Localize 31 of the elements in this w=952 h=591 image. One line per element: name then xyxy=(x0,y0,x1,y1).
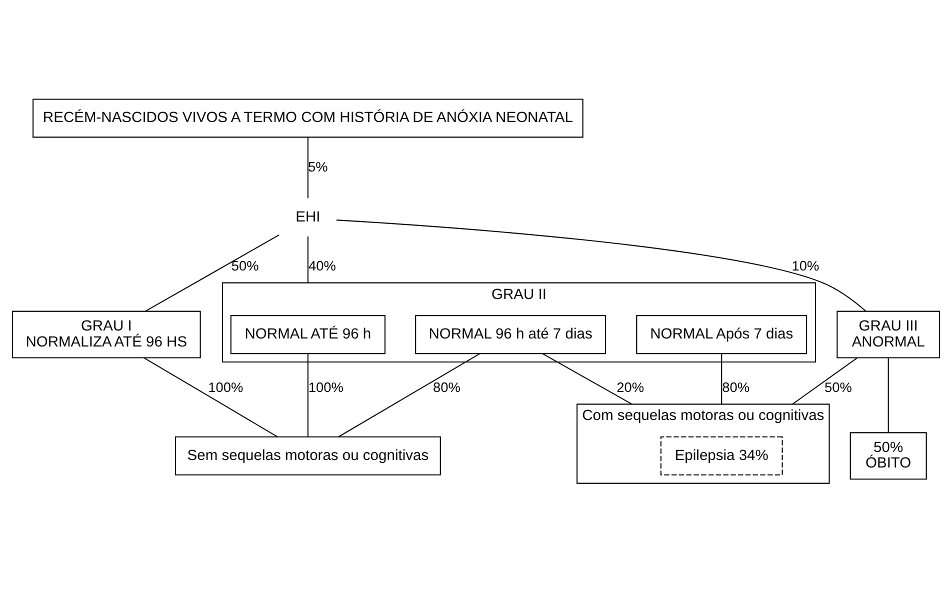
node-box: NORMAL ATÉ 96 h xyxy=(230,315,386,354)
node-text: EHI xyxy=(296,209,320,226)
connector xyxy=(888,358,889,433)
node-box: 50% ÓBITO xyxy=(850,432,927,480)
edge-label: 50% xyxy=(231,258,259,274)
node-box: RECÉM-NASCIDOS VIVOS A TERMO COM HISTÓRIA DE ANÓXIA NEONATAL xyxy=(32,98,584,138)
connector xyxy=(792,358,858,405)
connector xyxy=(338,353,480,438)
node-box: NORMAL Após 7 dias xyxy=(636,315,808,354)
node-box: GRAU I NORMALIZA ATÉ 96 HS xyxy=(12,310,201,358)
edge-label: 20% xyxy=(616,380,644,395)
node-box: Epilepsia 34% xyxy=(660,436,783,476)
edge-label: 50% xyxy=(824,380,852,395)
edge-label: 100% xyxy=(208,380,244,395)
connector xyxy=(307,236,308,283)
connector xyxy=(307,354,308,437)
edge-label: 100% xyxy=(308,380,344,395)
connector xyxy=(721,354,722,404)
connector xyxy=(144,358,278,438)
connector xyxy=(307,138,308,198)
node-box: Sem sequelas motoras ou cognitivas xyxy=(174,436,441,476)
node-box: NORMAL 96 h até 7 dias xyxy=(415,315,606,354)
connector xyxy=(144,234,280,312)
edge-label: 5% xyxy=(308,159,328,174)
edge-label: 10% xyxy=(792,258,820,274)
edge-label: 40% xyxy=(308,258,336,274)
edge-label: 80% xyxy=(433,380,460,395)
connector xyxy=(336,220,866,312)
edge-label: 80% xyxy=(722,380,750,395)
node-box: GRAU III ANORMAL xyxy=(836,310,940,358)
connector xyxy=(542,353,632,405)
